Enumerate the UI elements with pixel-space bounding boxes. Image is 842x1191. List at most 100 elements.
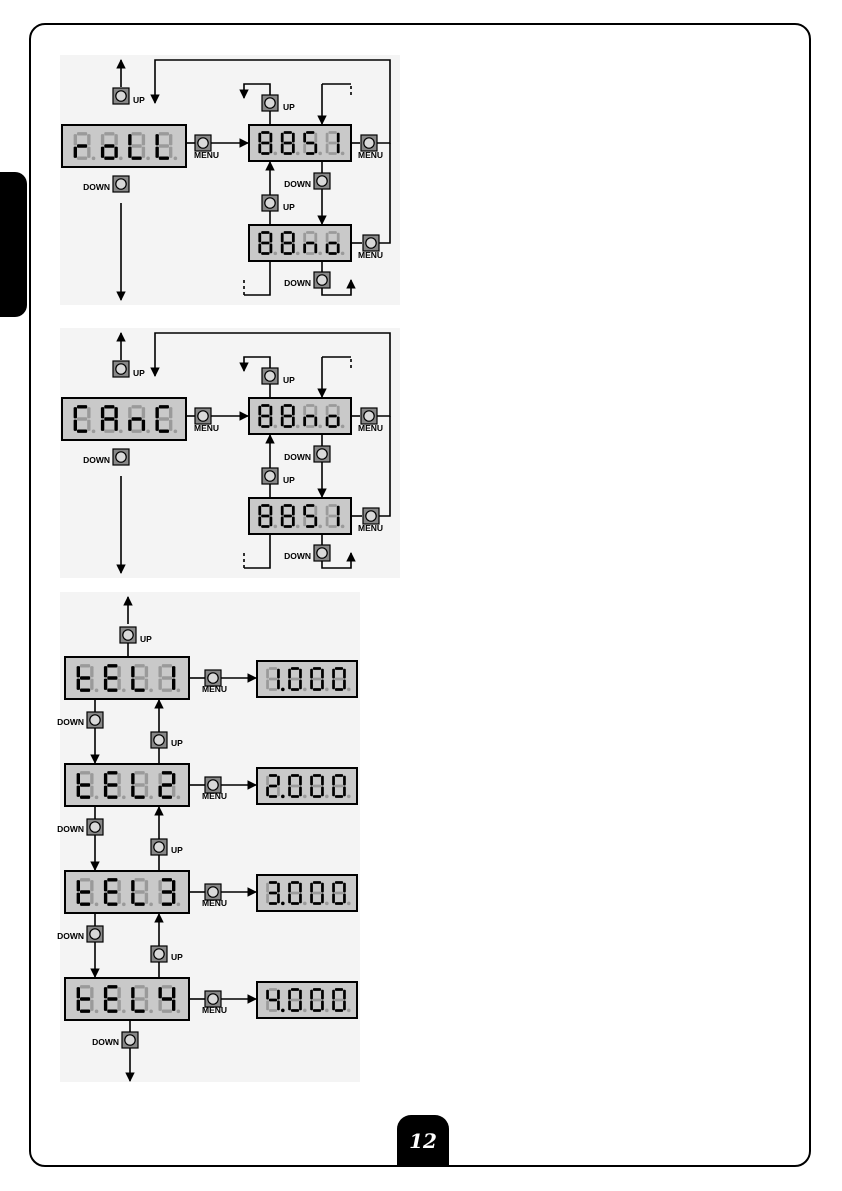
button-knob bbox=[125, 1035, 135, 1045]
decimal-point bbox=[296, 425, 300, 429]
decimal-point bbox=[95, 903, 99, 907]
digit-segment bbox=[77, 880, 80, 891]
digit-segment bbox=[172, 880, 175, 891]
digit-segment bbox=[80, 795, 90, 798]
decimal-point bbox=[325, 688, 329, 692]
decimal-point bbox=[296, 252, 300, 256]
digit-segment bbox=[145, 987, 148, 998]
decimal-point bbox=[273, 525, 277, 529]
decimal-point bbox=[122, 689, 126, 693]
digit-segment bbox=[104, 132, 114, 135]
digit-segment bbox=[132, 144, 142, 147]
digit-segment bbox=[335, 1009, 343, 1012]
digit-segment bbox=[114, 420, 117, 431]
digit-segment bbox=[314, 517, 317, 527]
digit-segment bbox=[284, 504, 292, 507]
digit-segment bbox=[313, 678, 321, 681]
digit-segment bbox=[343, 1001, 346, 1011]
digit-segment bbox=[90, 880, 93, 891]
digit-segment bbox=[80, 783, 90, 786]
digit-segment bbox=[277, 894, 280, 904]
digit-segment bbox=[135, 795, 145, 798]
decimal-point bbox=[122, 796, 126, 800]
digit-segment bbox=[258, 417, 261, 427]
digit-segment bbox=[281, 417, 284, 427]
decimal-point bbox=[281, 1009, 285, 1013]
digit-segment bbox=[261, 242, 269, 245]
digit-segment bbox=[162, 902, 172, 905]
digit-segment bbox=[104, 893, 107, 904]
decimal-point bbox=[341, 252, 345, 256]
digit-segment bbox=[270, 506, 273, 516]
digit-segment bbox=[337, 506, 340, 516]
digit-segment bbox=[306, 515, 314, 518]
up-label: UP bbox=[140, 634, 152, 644]
digit-segment bbox=[74, 147, 77, 158]
button-knob bbox=[208, 994, 218, 1004]
digit-segment bbox=[131, 1000, 134, 1011]
digit-segment bbox=[172, 679, 175, 690]
digit-segment bbox=[321, 680, 324, 690]
digit-segment bbox=[343, 776, 346, 786]
up-button bbox=[262, 195, 278, 211]
digit-segment bbox=[321, 894, 324, 904]
digit-segment bbox=[281, 144, 284, 154]
digit-segment bbox=[284, 142, 292, 145]
digit-segment bbox=[104, 144, 114, 147]
digit-segment bbox=[117, 893, 120, 904]
digit-segment bbox=[169, 147, 172, 158]
digit-segment bbox=[270, 244, 273, 254]
digit-segment bbox=[104, 429, 114, 432]
digit-segment bbox=[269, 785, 277, 788]
button-knob bbox=[317, 176, 327, 186]
digit-segment bbox=[291, 902, 299, 905]
digit-segment bbox=[299, 680, 302, 690]
digit-segment bbox=[142, 420, 145, 431]
digit-segment bbox=[314, 244, 317, 254]
digit-segment bbox=[77, 1000, 80, 1011]
button-knob bbox=[154, 842, 164, 852]
digit-segment bbox=[281, 506, 284, 516]
digit-segment bbox=[326, 233, 329, 243]
digit-segment bbox=[337, 244, 340, 254]
button-knob bbox=[116, 452, 126, 462]
decimal-point bbox=[325, 795, 329, 799]
decimal-point bbox=[95, 1010, 99, 1014]
tel-display-4 bbox=[65, 978, 189, 1020]
digit-segment bbox=[328, 242, 336, 245]
button-knob bbox=[90, 929, 100, 939]
digit-segment bbox=[292, 244, 295, 254]
digit-segment bbox=[314, 133, 317, 143]
digit-segment bbox=[261, 415, 269, 418]
digit-segment bbox=[266, 883, 269, 893]
digit-segment bbox=[145, 786, 148, 797]
digit-segment bbox=[303, 517, 306, 527]
digit-segment bbox=[321, 669, 324, 679]
digit-segment bbox=[135, 783, 145, 786]
digit-segment bbox=[270, 417, 273, 427]
digit-segment bbox=[266, 787, 269, 797]
up-button bbox=[262, 468, 278, 484]
option-display-2-1 bbox=[249, 398, 351, 434]
digit-segment bbox=[80, 902, 90, 905]
digit-segment bbox=[292, 506, 295, 516]
digit-segment bbox=[313, 688, 321, 691]
digit-segment bbox=[277, 883, 280, 893]
digit-segment bbox=[172, 666, 175, 677]
digit-segment bbox=[132, 429, 142, 432]
button-knob bbox=[154, 735, 164, 745]
digit-segment bbox=[269, 667, 277, 670]
decimal-point bbox=[177, 1010, 181, 1014]
digit-segment bbox=[261, 131, 269, 134]
digit-segment bbox=[90, 679, 93, 690]
digit-segment bbox=[299, 776, 302, 786]
digit-segment bbox=[284, 525, 292, 528]
digit-segment bbox=[335, 988, 343, 991]
digit-segment bbox=[326, 406, 329, 416]
digit-segment bbox=[135, 1009, 145, 1012]
decimal-point bbox=[325, 1009, 329, 1013]
digit-segment bbox=[158, 893, 161, 904]
decimal-point bbox=[303, 688, 307, 692]
digit-segment bbox=[128, 147, 131, 158]
digit-segment bbox=[328, 252, 336, 255]
